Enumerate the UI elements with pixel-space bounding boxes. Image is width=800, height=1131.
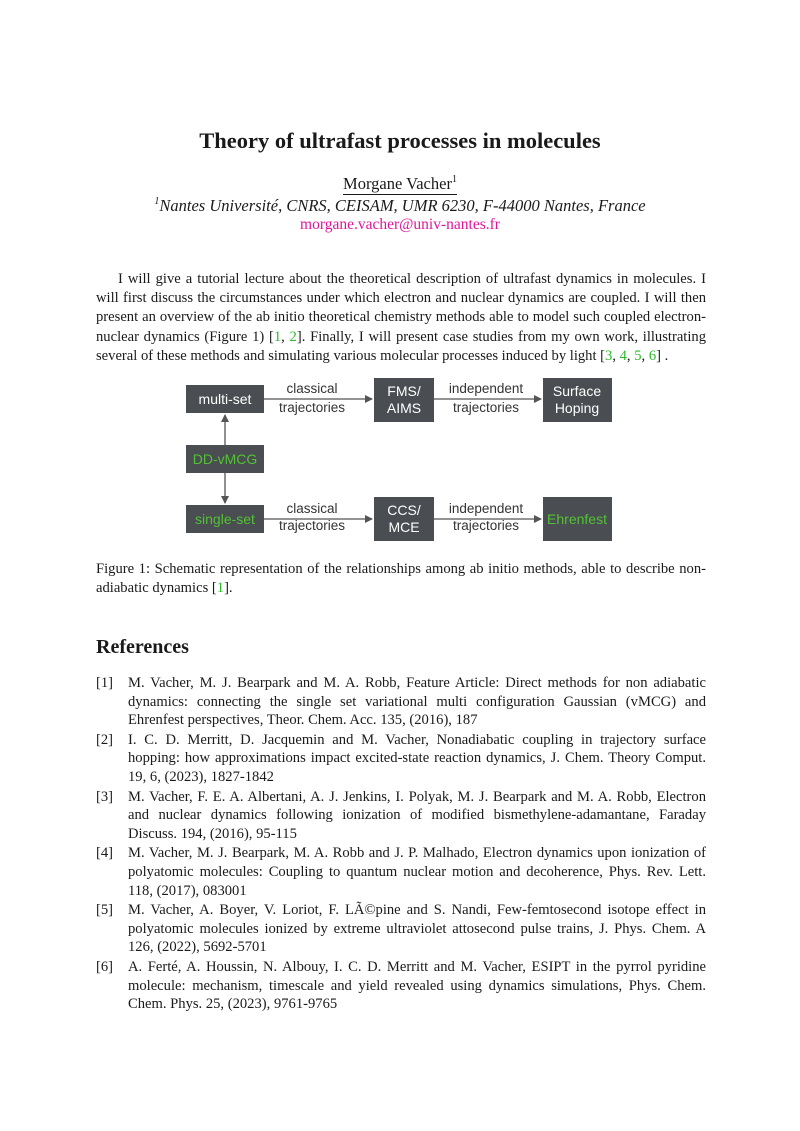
label-aims: AIMS: [387, 400, 421, 416]
references-list: [1] M. Vacher, M. J. Bearpark and M. A. R…: [96, 674, 706, 1015]
arrow-label: trajectories: [453, 400, 519, 415]
reference-item: [5] M. Vacher, A. Boyer, V. Loriot, F. LÃ…: [96, 901, 706, 957]
citation-sep: ,: [281, 328, 290, 345]
box-dd-vmcg: [186, 445, 264, 473]
reference-text: M. Vacher, M. J. Bearpark and M. A. Robb…: [128, 675, 706, 729]
reference-label: [4]: [96, 845, 114, 862]
label-mce: MCE: [388, 519, 419, 535]
reference-item: [1] M. Vacher, M. J. Bearpark and M. A. R…: [96, 674, 706, 730]
figure-caption: Figure 1: Schematic representation of th…: [96, 560, 706, 598]
reference-label: [5]: [96, 902, 114, 919]
citation-sep: ,: [641, 347, 649, 364]
arrow-label: classical: [286, 381, 337, 396]
author-line: Morgane Vacher1: [0, 174, 800, 195]
affiliation-text: Nantes Université, CNRS, CEISAM, UMR 623…: [159, 196, 646, 215]
box-fms-aims: [374, 378, 434, 422]
abstract-text-1: I will give a tutorial lecture about the…: [96, 271, 706, 345]
reference-item: [6] A. Ferté, A. Houssin, N. Albouy, I. C…: [96, 958, 706, 1014]
label-single-set: single-set: [195, 511, 255, 527]
caption-end: ].: [224, 580, 233, 597]
paper-title: Theory of ultrafast processes in molecul…: [199, 128, 601, 153]
citation-sep: ,: [626, 347, 635, 364]
affiliation-sup: 1: [154, 195, 160, 207]
label-fms: FMS/: [387, 383, 421, 399]
author-name: Morgane Vacher1: [343, 174, 457, 195]
citation-sep: ,: [612, 347, 620, 364]
label-ccs: CCS/: [387, 502, 421, 518]
arrow-label: trajectories: [279, 518, 345, 533]
label-ehrenfest: Ehrenfest: [547, 511, 607, 527]
reference-label: [1]: [96, 675, 114, 691]
citation-link[interactable]: 6: [648, 347, 657, 364]
box-ehrenfest: [543, 497, 612, 541]
abstract: I will give a tutorial lecture about the…: [96, 270, 706, 366]
box-single-set: [186, 505, 264, 533]
arrow-label: independent: [449, 381, 524, 396]
box-ccs-mce: [374, 497, 434, 541]
references-heading: References: [96, 636, 189, 658]
arrow-label: trajectories: [279, 400, 345, 415]
reference-text: A. Ferté, A. Houssin, N. Albouy, I. C. D…: [128, 958, 706, 1013]
reference-item: [2] I. C. D. Merritt, D. Jacquemin and M.…: [96, 731, 706, 787]
methods-diagram: multi-set FMS/ AIMS Surface Hoping DD-vM…: [186, 378, 612, 541]
citation-link[interactable]: 1: [273, 328, 282, 345]
reference-label: [2]: [96, 731, 114, 748]
citation-link[interactable]: 3: [605, 347, 613, 364]
arrow-label: classical: [286, 501, 337, 516]
arrow-label: independent: [449, 501, 524, 516]
label-dd-vmcg: DD-vMCG: [193, 451, 258, 467]
affiliation: 1Nantes Université, CNRS, CEISAM, UMR 62…: [0, 196, 800, 216]
label-surface: Surface: [553, 383, 601, 399]
reference-text: M. Vacher, M. J. Bearpark, M. A. Robb an…: [128, 845, 706, 899]
citation-link[interactable]: 4: [619, 347, 627, 364]
abstract-text-2: ]. Finally, I will present case studies …: [96, 328, 707, 364]
author-email[interactable]: morgane.vacher@univ-nantes.fr: [300, 216, 500, 233]
reference-text: I. C. D. Merritt, D. Jacquemin and M. Va…: [128, 731, 706, 785]
box-multi-set: [186, 385, 264, 413]
author-name-text: Morgane Vacher: [343, 174, 452, 193]
reference-label: [6]: [96, 958, 114, 975]
arrow-label: trajectories: [453, 518, 519, 533]
label-hoping: Hoping: [555, 400, 599, 416]
citation-link[interactable]: 2: [289, 328, 297, 345]
label-multi-set: multi-set: [199, 391, 252, 407]
reference-item: [3] M. Vacher, F. E. A. Albertani, A. J. …: [96, 788, 706, 844]
box-surface-hoping: [543, 378, 612, 422]
caption-text: Figure 1: Schematic representation of th…: [96, 561, 706, 597]
reference-item: [4] M. Vacher, M. J. Bearpark, M. A. Robb…: [96, 844, 706, 900]
reference-label: [3]: [96, 788, 114, 805]
reference-text: M. Vacher, F. E. A. Albertani, A. J. Jen…: [128, 788, 706, 842]
citation-link[interactable]: 1: [216, 580, 225, 597]
author-sup: 1: [451, 173, 457, 185]
reference-text: M. Vacher, A. Boyer, V. Loriot, F. LÃ©pi…: [128, 902, 706, 956]
citation-link[interactable]: 5: [634, 347, 642, 364]
abstract-text-3: ] .: [656, 347, 669, 364]
